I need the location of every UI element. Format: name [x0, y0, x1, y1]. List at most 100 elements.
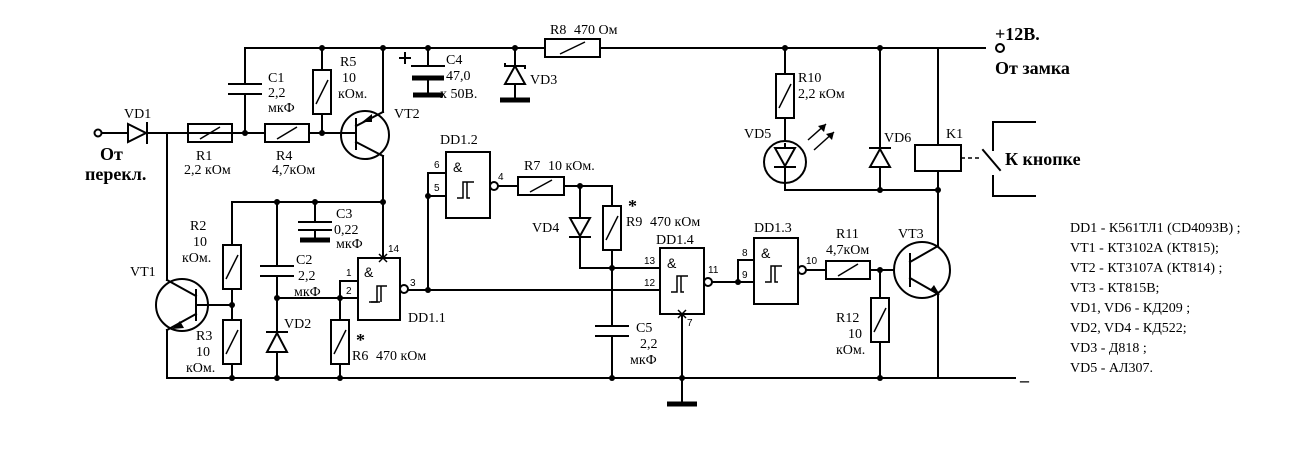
pin-dd14-12: 12: [644, 278, 656, 289]
pin-dd12-6: 6: [434, 160, 440, 171]
diode-vd4: [568, 185, 661, 269]
dd13-label: DD1.3: [754, 221, 792, 236]
diode-vd1: [127, 122, 149, 144]
vd3-label: VD3: [530, 73, 557, 88]
dd14-gate-symbol: &: [667, 255, 677, 271]
c2-value2: мкФ: [294, 285, 321, 300]
supply-voltage-label: +12В.: [995, 24, 1040, 44]
r6-value: 470 кОм: [376, 349, 426, 364]
transistor-vt2: [340, 47, 390, 203]
legend-line-8: VD5 - АЛ307.: [1070, 361, 1153, 376]
gate-dd1-1: &: [276, 201, 429, 321]
dd14-label: DD1.4: [656, 233, 694, 248]
r10-name: R10: [798, 71, 821, 86]
resistor-r9: [602, 185, 622, 327]
ground-rail: [166, 375, 1016, 381]
c2-name: C2: [296, 253, 312, 268]
capacitor-c2: [260, 201, 294, 333]
c1-value1: 2,2: [268, 86, 286, 101]
pin-dd12-4: 4: [498, 172, 504, 183]
r2-value2: кОм.: [182, 251, 211, 266]
supply-terminal: [995, 43, 1005, 53]
diode-vd6: [868, 47, 892, 191]
pin-dd11-1: 1: [346, 268, 352, 279]
r6-name: R6: [352, 349, 368, 364]
r2-value1: 10: [193, 235, 207, 250]
parts-legend: DD1 - К561ТЛ1 (CD4093B) ; VT1 - КТ3102А …: [1070, 221, 1241, 376]
c3-name: C3: [336, 207, 352, 222]
gate-dd1-4: &: [659, 247, 739, 407]
r12-value2: кОм.: [836, 343, 865, 358]
pin-dd11-14: 14: [388, 244, 400, 255]
resistor-r6: [330, 319, 350, 379]
c5-value2: мкФ: [630, 353, 657, 368]
r5-value2: кОм.: [338, 87, 367, 102]
c1-value2: мкФ: [268, 101, 295, 116]
vt1-label: VT1: [130, 265, 156, 280]
pin-dd13-8: 8: [742, 248, 748, 259]
r12-value1: 10: [848, 327, 862, 342]
legend-line-4: VT3 - КТ815В;: [1070, 281, 1159, 296]
capacitor-c4: [399, 47, 445, 98]
r2-name: R2: [190, 219, 206, 234]
led-vd5: [763, 123, 941, 193]
vd1-label: VD1: [124, 107, 151, 122]
r3-name: R3: [196, 329, 212, 344]
legend-line-2: VT1 - КТ3102А (КТ815);: [1070, 241, 1219, 256]
c1-name: C1: [268, 71, 284, 86]
resistor-r3: [222, 319, 242, 379]
resistor-r2: [222, 201, 242, 321]
c4-name: C4: [446, 53, 462, 68]
capacitor-c5: [595, 325, 629, 379]
ground-label: –: [1019, 370, 1030, 390]
c4-value1: 47,0: [446, 69, 471, 84]
pin-dd14-13: 13: [644, 256, 656, 267]
input-label-line1: От: [100, 144, 123, 164]
dd11-label: DD1.1: [408, 311, 446, 326]
resistor-r10: [775, 47, 795, 145]
r8-name: R8: [550, 23, 566, 38]
r4-name: R4: [276, 149, 292, 164]
r3-value1: 10: [196, 345, 210, 360]
r1-value: 2,2 кОм: [184, 163, 231, 178]
c4-value2: х 50В.: [440, 87, 477, 102]
pin-dd13-10: 10: [806, 256, 818, 267]
r11-name: R11: [836, 227, 859, 242]
pin-dd14-11: 11: [708, 265, 719, 276]
vt3-label: VT3: [898, 227, 924, 242]
transistor-vt1: [155, 132, 246, 379]
supply-source-label: От замка: [995, 58, 1070, 78]
c2-value1: 2,2: [298, 269, 316, 284]
legend-line-1: DD1 - К561ТЛ1 (CD4093B) ;: [1070, 221, 1241, 236]
r11-value: 4,7кОм: [826, 243, 869, 258]
pin-dd14-7: 7: [687, 318, 693, 329]
r9-star: *: [628, 196, 637, 216]
capacitor-c1: [228, 47, 262, 134]
r10-value: 2,2 кОм: [798, 87, 845, 102]
r9-name: R9: [626, 215, 642, 230]
pin-dd12-5: 5: [434, 183, 440, 194]
c3-value1: 0,22: [334, 223, 359, 238]
resistor-r11: [825, 260, 911, 280]
gate-dd1-3: &: [735, 237, 827, 305]
r12-name: R12: [836, 311, 859, 326]
pin-dd11-2: 2: [346, 286, 352, 297]
k1-label: K1: [946, 127, 963, 142]
legend-line-3: VT2 - КТ3107А (КТ814) ;: [1070, 261, 1222, 276]
r4-value: 4,7кОм: [272, 163, 315, 178]
r7-name: R7: [524, 159, 540, 174]
r3-value2: кОм.: [186, 361, 215, 376]
legend-line-6: VD2, VD4 - КД522;: [1070, 321, 1187, 336]
relay-k1: [914, 47, 1036, 197]
capacitor-c3: [298, 201, 332, 243]
vd5-label: VD5: [744, 127, 771, 142]
resistor-r7: [517, 176, 613, 196]
output-button-label: К кнопке: [1005, 149, 1081, 169]
dd12-gate-symbol: &: [453, 159, 463, 175]
c5-value1: 2,2: [640, 337, 658, 352]
transistor-vt3: [893, 169, 951, 379]
resistor-r12: [870, 269, 890, 379]
dd12-label: DD1.2: [440, 133, 478, 148]
